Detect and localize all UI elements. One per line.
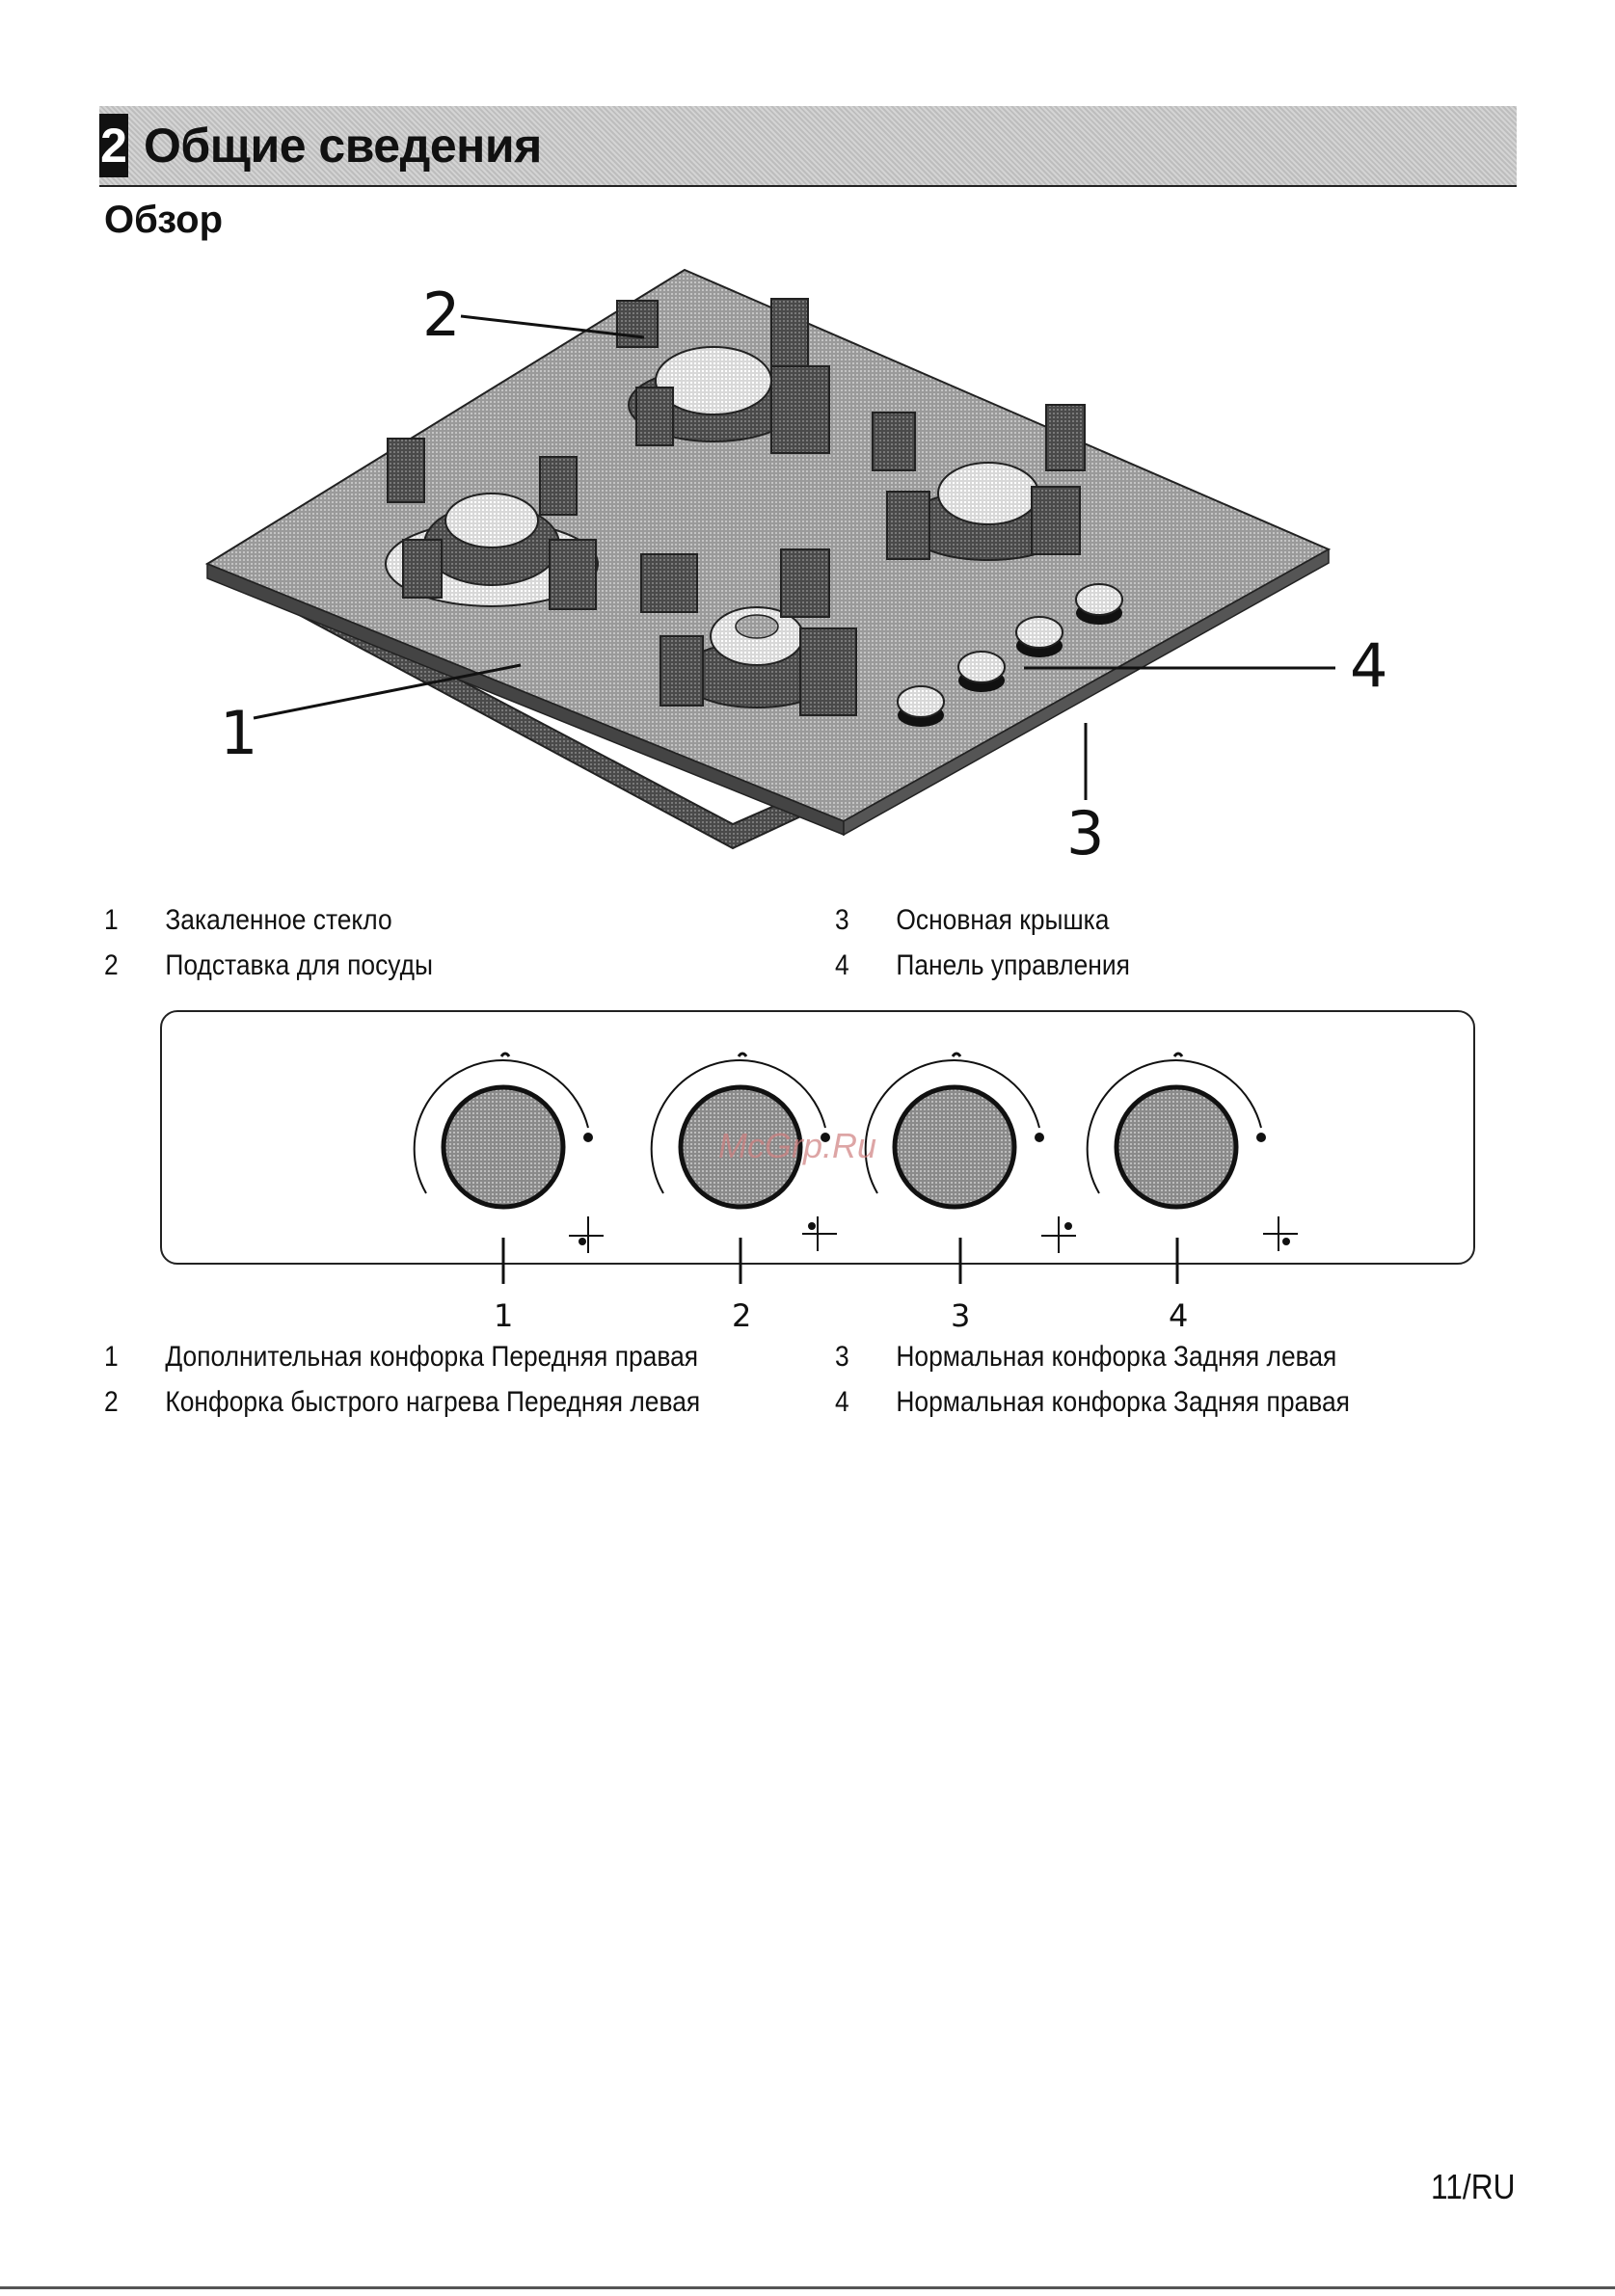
bottom-rule xyxy=(0,2286,1615,2289)
knob-label-1: 1 xyxy=(494,1297,513,1334)
knob-label-4: 4 xyxy=(1169,1297,1188,1334)
legend-num: 2 xyxy=(104,1385,165,1420)
knob-label-2: 2 xyxy=(732,1297,751,1334)
legend-num: 3 xyxy=(835,1340,896,1375)
position-icon-4 xyxy=(1263,1216,1298,1251)
legend-text: Нормальная конфорка Задняя левая xyxy=(896,1341,1336,1373)
panel-knob-3 xyxy=(866,1054,1044,1207)
legend-num: 4 xyxy=(835,1385,896,1420)
panel-knob-1 xyxy=(415,1054,593,1207)
panel-knob-4 xyxy=(1088,1054,1266,1207)
legend-num: 1 xyxy=(104,1340,165,1375)
watermark: McGrp.Ru xyxy=(718,1126,876,1166)
knob-label-3: 3 xyxy=(951,1297,970,1334)
page-number: 11/RU xyxy=(1431,2167,1515,2207)
legend-text: Конфорка быстрого нагрева Передняя левая xyxy=(165,1386,700,1418)
position-icon-2 xyxy=(802,1216,837,1251)
legend-text: Нормальная конфорка Задняя правая xyxy=(896,1386,1350,1418)
position-icon-1 xyxy=(569,1216,604,1253)
legend-text: Дополнительная конфорка Передняя правая xyxy=(165,1341,698,1373)
position-icon-3 xyxy=(1041,1216,1076,1253)
